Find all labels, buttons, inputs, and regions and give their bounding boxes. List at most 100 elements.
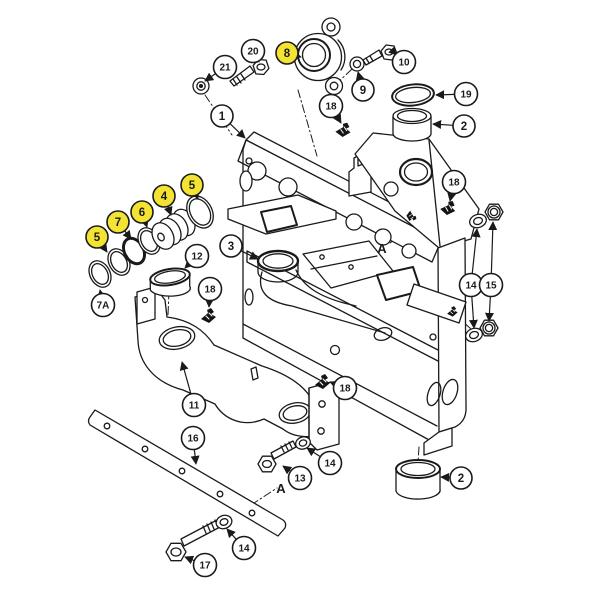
balloon-5-13[interactable]: 5 [85, 225, 109, 249]
balloon-circle-highlighted[interactable] [180, 173, 204, 197]
balloon-circle[interactable] [351, 78, 375, 102]
leader-arrow [140, 217, 149, 228]
balloon-circle-highlighted[interactable] [85, 225, 109, 249]
balloon-1-0[interactable]: 1 [210, 104, 234, 128]
balloon-circle[interactable] [478, 272, 504, 298]
part-main-frame [227, 131, 480, 456]
balloon-number: 14 [238, 544, 250, 555]
part-bolt-13 [257, 440, 297, 473]
balloon-5-9[interactable]: 5 [180, 173, 204, 197]
balloon-number: 5 [189, 180, 196, 192]
balloon-circle-highlighted[interactable] [106, 210, 130, 234]
leader-arrow [184, 259, 194, 269]
balloon-circle[interactable] [90, 292, 116, 318]
balloon-circle-highlighted[interactable] [130, 200, 154, 224]
balloon-circle-highlighted[interactable] [275, 41, 299, 65]
balloon-circle[interactable] [231, 535, 257, 561]
balloon-circle[interactable] [219, 234, 243, 258]
balloon-circle[interactable] [181, 392, 207, 418]
balloon-number: 18 [204, 285, 216, 296]
balloon-11-21[interactable]: 11 [181, 392, 207, 418]
balloon-circle[interactable] [210, 104, 234, 128]
balloon-14-19[interactable]: 14 [458, 272, 484, 298]
balloon-6-11[interactable]: 6 [130, 200, 154, 224]
leader-arrow [190, 449, 200, 465]
leader-arrow [163, 205, 173, 216]
balloon-circle[interactable] [287, 465, 313, 491]
balloon-circle[interactable] [318, 93, 344, 119]
view-label-1: A [276, 481, 286, 496]
balloon-circle[interactable] [197, 276, 223, 302]
balloon-number: 7 [115, 217, 121, 229]
balloon-number: 9 [360, 85, 366, 97]
balloon-18-16[interactable]: 18 [197, 276, 223, 302]
balloon-number: 17 [199, 561, 211, 572]
balloon-number: 18 [448, 178, 460, 189]
balloon-number: 10 [398, 58, 410, 69]
leader-arrow [471, 228, 481, 274]
balloon-4-10[interactable]: 4 [152, 184, 176, 208]
balloon-number: 18 [325, 102, 337, 113]
leader-arrow [333, 113, 342, 124]
balloon-18-8[interactable]: 18 [318, 93, 344, 119]
balloon-number: 2 [458, 473, 464, 485]
balloon-14-26[interactable]: 14 [231, 535, 257, 561]
balloon-7A-14[interactable]: 7A [90, 292, 116, 318]
balloon-number: 20 [247, 47, 259, 58]
balloon-17-27[interactable]: 17 [192, 552, 218, 578]
leader-arrow [226, 528, 237, 540]
part-drawbar-strap [87, 409, 287, 537]
balloon-number: 19 [460, 90, 472, 101]
balloon-circle[interactable] [317, 450, 343, 476]
balloon-9-4[interactable]: 9 [351, 78, 375, 102]
balloon-19-6[interactable]: 19 [453, 81, 479, 107]
balloon-circle[interactable] [240, 38, 266, 64]
balloon-number: 7A [97, 301, 110, 312]
balloon-circle[interactable] [180, 425, 206, 451]
balloon-8-3[interactable]: 8 [275, 41, 299, 65]
balloon-18-18[interactable]: 18 [441, 169, 467, 195]
balloon-15-20[interactable]: 15 [478, 272, 504, 298]
balloon-number: 18 [339, 384, 351, 395]
balloon-circle[interactable] [441, 169, 467, 195]
balloon-circle[interactable] [453, 81, 479, 107]
balloon-number: 3 [228, 241, 234, 253]
balloon-2-28[interactable]: 2 [449, 466, 473, 490]
balloon-circle[interactable] [184, 243, 210, 269]
balloon-number: 2 [461, 121, 467, 133]
balloon-circle[interactable] [391, 49, 417, 75]
leader-arrow [468, 296, 478, 329]
grease-fitting-18-top [334, 120, 353, 139]
part-nut-15-right-bottom [479, 319, 499, 337]
balloon-circle[interactable] [452, 114, 476, 138]
part-collar-12 [149, 267, 191, 297]
balloon-circle[interactable] [449, 466, 473, 490]
balloon-circle[interactable] [332, 375, 358, 401]
balloon-10-5[interactable]: 10 [391, 49, 417, 75]
part-bolt-20 [229, 58, 270, 87]
part-washer-14-bottom [215, 514, 233, 530]
balloon-number: 8 [284, 48, 291, 60]
balloon-13-25[interactable]: 13 [287, 465, 313, 491]
leader-arrow [229, 123, 246, 139]
balloon-16-22[interactable]: 16 [180, 425, 206, 451]
balloon-14-24[interactable]: 14 [317, 450, 343, 476]
balloon-2-7[interactable]: 2 [452, 114, 476, 138]
balloon-21-1[interactable]: 21 [212, 54, 238, 80]
balloon-12-15[interactable]: 12 [184, 243, 210, 269]
part-washer-14-right-top [469, 213, 487, 229]
balloon-circle[interactable] [192, 552, 218, 578]
leader-arrow [122, 229, 132, 240]
balloon-3-17[interactable]: 3 [219, 234, 243, 258]
part-bushing-2-bottom [395, 459, 441, 500]
balloon-circle[interactable] [212, 54, 238, 80]
balloon-20-2[interactable]: 20 [240, 38, 266, 64]
part-washer-14-mid [295, 436, 311, 450]
balloon-number: 5 [94, 232, 101, 244]
leader-arrow [282, 465, 293, 475]
balloon-18-23[interactable]: 18 [332, 375, 358, 401]
part-nut-15-right-top [484, 203, 504, 221]
balloon-7-12[interactable]: 7 [106, 210, 130, 234]
balloon-circle-highlighted[interactable] [152, 184, 176, 208]
